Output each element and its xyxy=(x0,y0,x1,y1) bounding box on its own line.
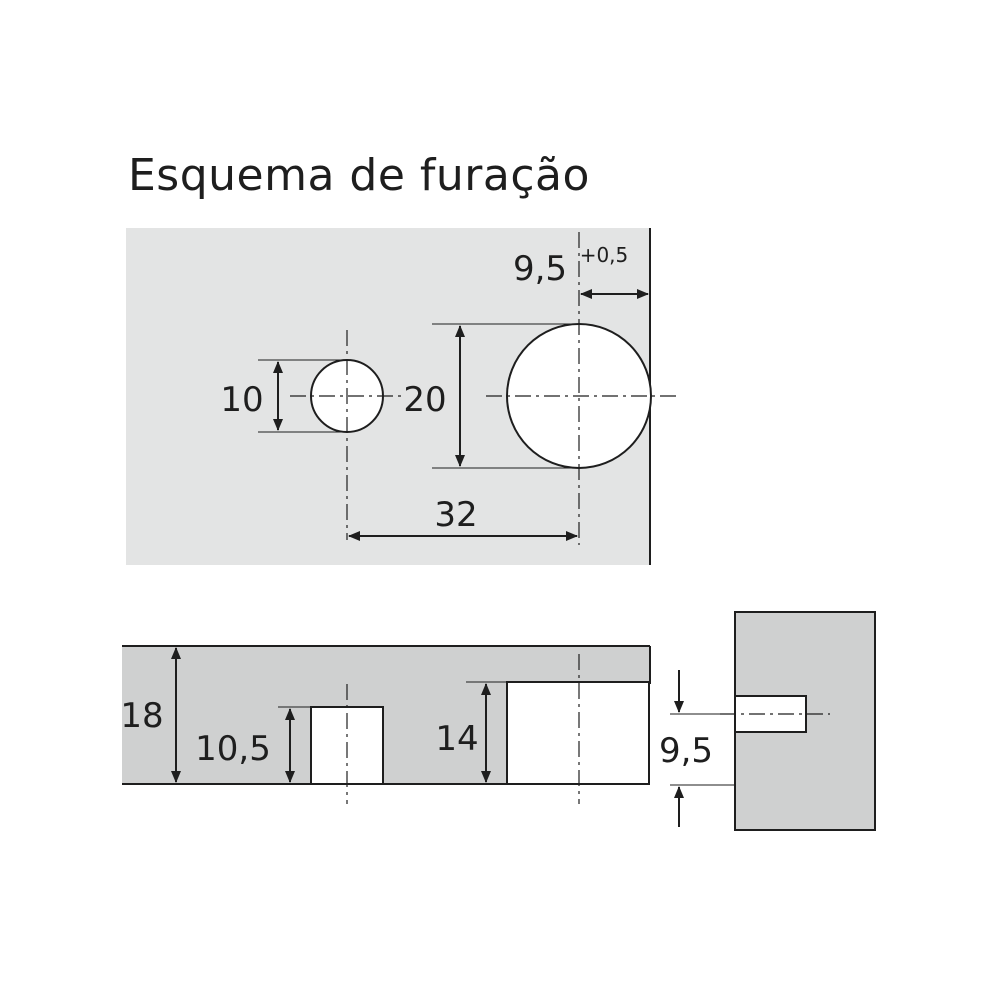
panel-thickness-label: 18 xyxy=(120,696,163,736)
edge-distance-label: 9,5 xyxy=(513,249,567,289)
top-view: 10 20 32 9,5 +0,5 xyxy=(126,228,678,565)
small-bore-depth-label: 10,5 xyxy=(195,729,271,769)
side-extension-lines xyxy=(670,713,735,786)
small-hole-diameter-label: 10 xyxy=(220,380,263,420)
side-view: 9,5 xyxy=(659,611,876,831)
large-bore xyxy=(506,681,650,785)
section-centerlines xyxy=(346,654,580,804)
large-hole-diameter-label: 20 xyxy=(403,380,446,420)
section-extension-lines xyxy=(278,681,507,708)
top-view-extension-lines xyxy=(258,323,579,469)
hole-spacing-label: 32 xyxy=(434,495,477,535)
section-view: 18 10,5 14 xyxy=(120,645,651,804)
pin-offset-label: 9,5 xyxy=(659,731,713,771)
top-view-centerlines xyxy=(290,232,678,545)
edge-tolerance-label: +0,5 xyxy=(580,243,629,267)
diagram-title: Esquema de furação xyxy=(128,150,590,201)
large-bore-depth-label: 14 xyxy=(435,719,478,759)
